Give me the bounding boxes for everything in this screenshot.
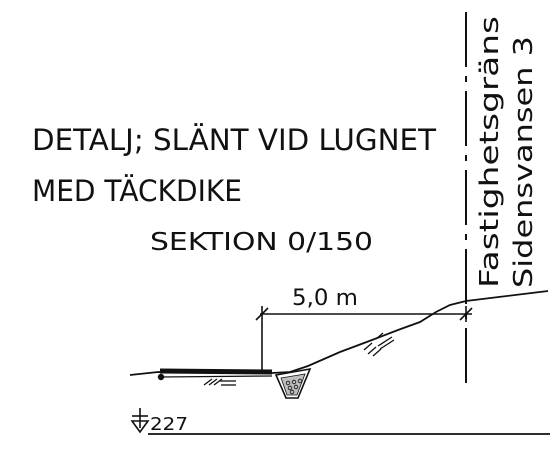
drawing-title-line1: DETALJ; SLÄNT VID LUGNET — [32, 123, 436, 157]
elevation-label: 227 — [150, 414, 188, 435]
boundary-label-sidensvansen: Sidensvansen 3 — [509, 36, 539, 288]
section-label: SEKTION 0/150 — [150, 227, 373, 256]
elevation-marker-icon — [130, 408, 150, 434]
paved-path — [157, 368, 273, 381]
dimension-label: 5,0 m — [292, 286, 358, 311]
dimension-5m — [255, 306, 473, 372]
ground-profile-line — [129, 290, 549, 376]
boundary-label-fastighetsgrans: Fastighetsgräns — [475, 16, 505, 288]
trench-drain — [274, 367, 312, 399]
drawing-title-line2: MED TÄCKDIKE — [32, 174, 242, 208]
ground-hatch — [203, 332, 395, 386]
